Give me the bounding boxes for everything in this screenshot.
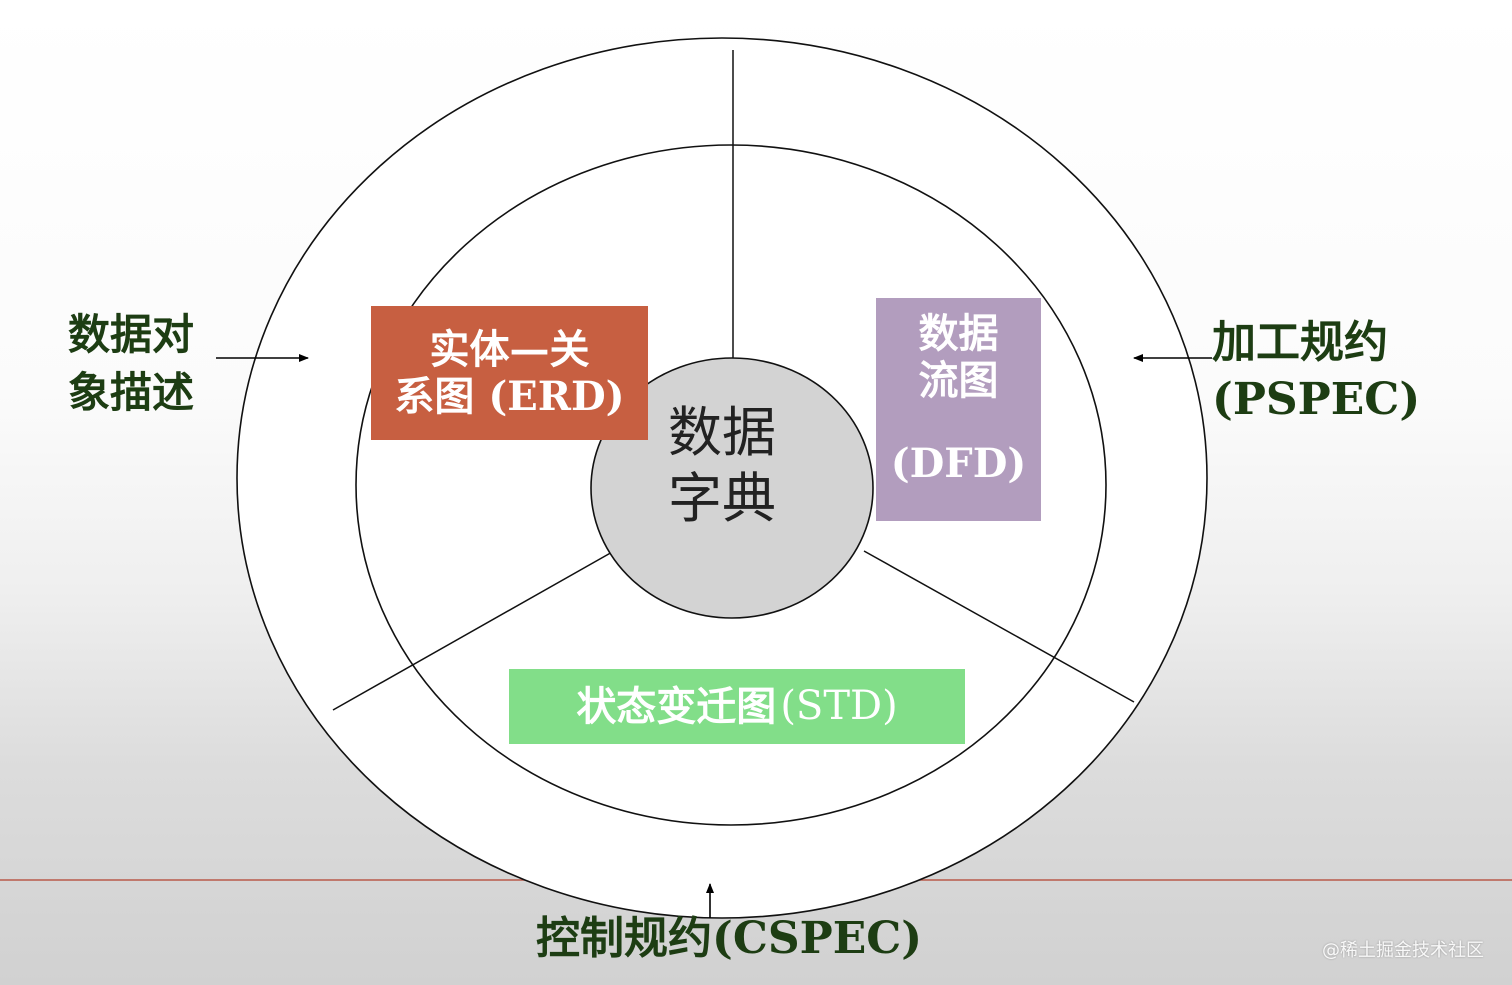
control-spec-label: 控制规约(CSPEC) bbox=[536, 913, 923, 964]
std-label: 状态变迁图 bbox=[576, 682, 777, 730]
center-label-line1: 数据 bbox=[668, 401, 776, 464]
watermark: @稀土掘金技术社区 bbox=[1322, 940, 1484, 961]
dfd-label-line3: (DFD) bbox=[890, 440, 1027, 488]
center-label-line2: 字典 bbox=[668, 466, 776, 530]
erd-label-line2: 系图 (ERD) bbox=[394, 373, 625, 420]
right-label-line2: (PSPEC) bbox=[1212, 374, 1421, 426]
dfd-label-line2: 流图 bbox=[918, 357, 999, 405]
erd-label-line1: 实体—关 bbox=[429, 325, 590, 373]
dfd-label-line1: 数据 bbox=[918, 310, 999, 357]
divider-lower-right bbox=[863, 550, 1135, 703]
center-circle bbox=[590, 357, 874, 619]
dfd-box: 数据 流图 (DFD) bbox=[876, 298, 1041, 521]
data-object-description-label: 数据对 象描述 bbox=[68, 306, 194, 422]
erd-box: 实体—关 系图 (ERD) bbox=[371, 306, 648, 440]
left-label-line2: 象描述 bbox=[68, 367, 195, 417]
process-spec-label: 加工规约 (PSPEC) bbox=[1212, 314, 1420, 428]
divider-lower-left bbox=[332, 550, 615, 711]
std-abbr-label: (STD) bbox=[780, 682, 898, 729]
std-box: 状态变迁图 (STD) bbox=[509, 669, 965, 744]
data-dictionary-label: 数据 字典 bbox=[632, 400, 812, 532]
left-label-line1: 数据对 bbox=[68, 310, 195, 359]
right-label-line1: 加工规约 bbox=[1212, 317, 1388, 368]
